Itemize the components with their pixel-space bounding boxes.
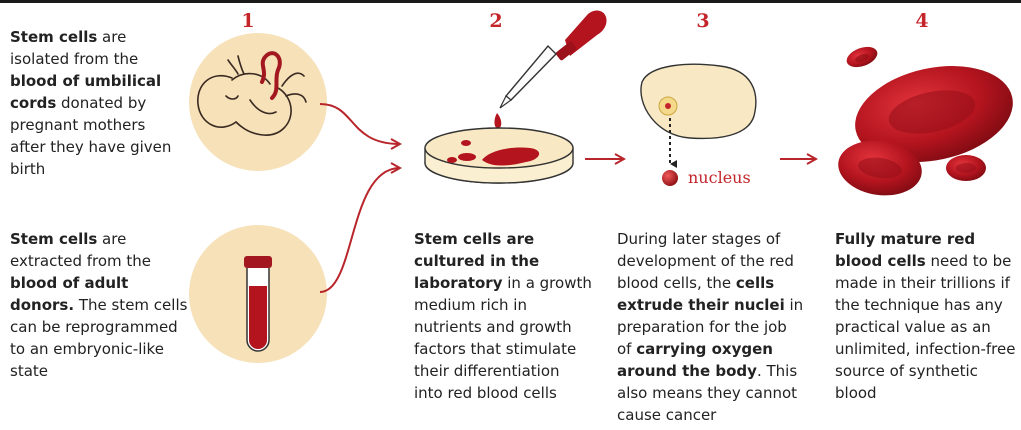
fetus-icon <box>189 33 327 171</box>
step2-description: Stem cells are cultured in the laborator… <box>414 228 592 404</box>
step-number-1: 1 <box>241 10 255 32</box>
petri-dish-icon <box>424 127 574 184</box>
connector-bottom <box>319 168 400 293</box>
source-adult-run: The stem cells can be reprogrammed to an… <box>10 296 188 380</box>
red-blood-cells-icon <box>838 46 1013 196</box>
step3-text-run: in preparation for the job of <box>617 296 804 358</box>
step3-description: During later stages of development of th… <box>617 228 805 426</box>
step3-text-run: . This also means they cannot cause canc… <box>617 362 798 424</box>
source-adult-run: blood of adult donors. <box>10 274 129 314</box>
source-adult-run: are extracted from the <box>10 230 152 270</box>
step4-description: Fully mature red blood cells need to be … <box>835 228 1021 404</box>
step2-text-run: Stem cells are cultured in the laborator… <box>414 230 540 292</box>
step-number-3: 3 <box>696 10 710 32</box>
step4-text-run: need to be made in their trillions if th… <box>835 252 1016 402</box>
source-umbilical-run: blood of umbilical cords <box>10 72 162 112</box>
nucleus-label: nucleus <box>688 168 751 187</box>
step-number-2: 2 <box>489 10 503 32</box>
adult-source-text: Stem cells are extracted from the blood … <box>10 228 196 382</box>
dropper-icon <box>494 10 607 129</box>
source-umbilical-run: are isolated from the <box>10 28 139 68</box>
step-number-4: 4 <box>915 10 929 32</box>
source-umbilical-run: donated by pregnant mothers after they h… <box>10 94 172 178</box>
umbilical-source-text: Stem cells are isolated from the blood o… <box>10 26 182 180</box>
step2-text-run: in a growth medium rich in nutrients and… <box>414 274 592 402</box>
step3-text-run: During later stages of development of th… <box>617 230 794 292</box>
cell-icon <box>640 63 757 186</box>
step3-text-run: carrying oxygen around the body <box>617 340 773 380</box>
step4-text-run: Fully mature red blood cells <box>835 230 976 270</box>
source-adult-run: Stem cells <box>10 230 98 248</box>
source-umbilical-run: Stem cells <box>10 28 98 46</box>
top-rule <box>0 0 1021 3</box>
connector-top <box>319 103 400 144</box>
step3-text-run: cells extrude their nuclei <box>617 274 785 314</box>
test-tube-icon <box>189 225 327 363</box>
